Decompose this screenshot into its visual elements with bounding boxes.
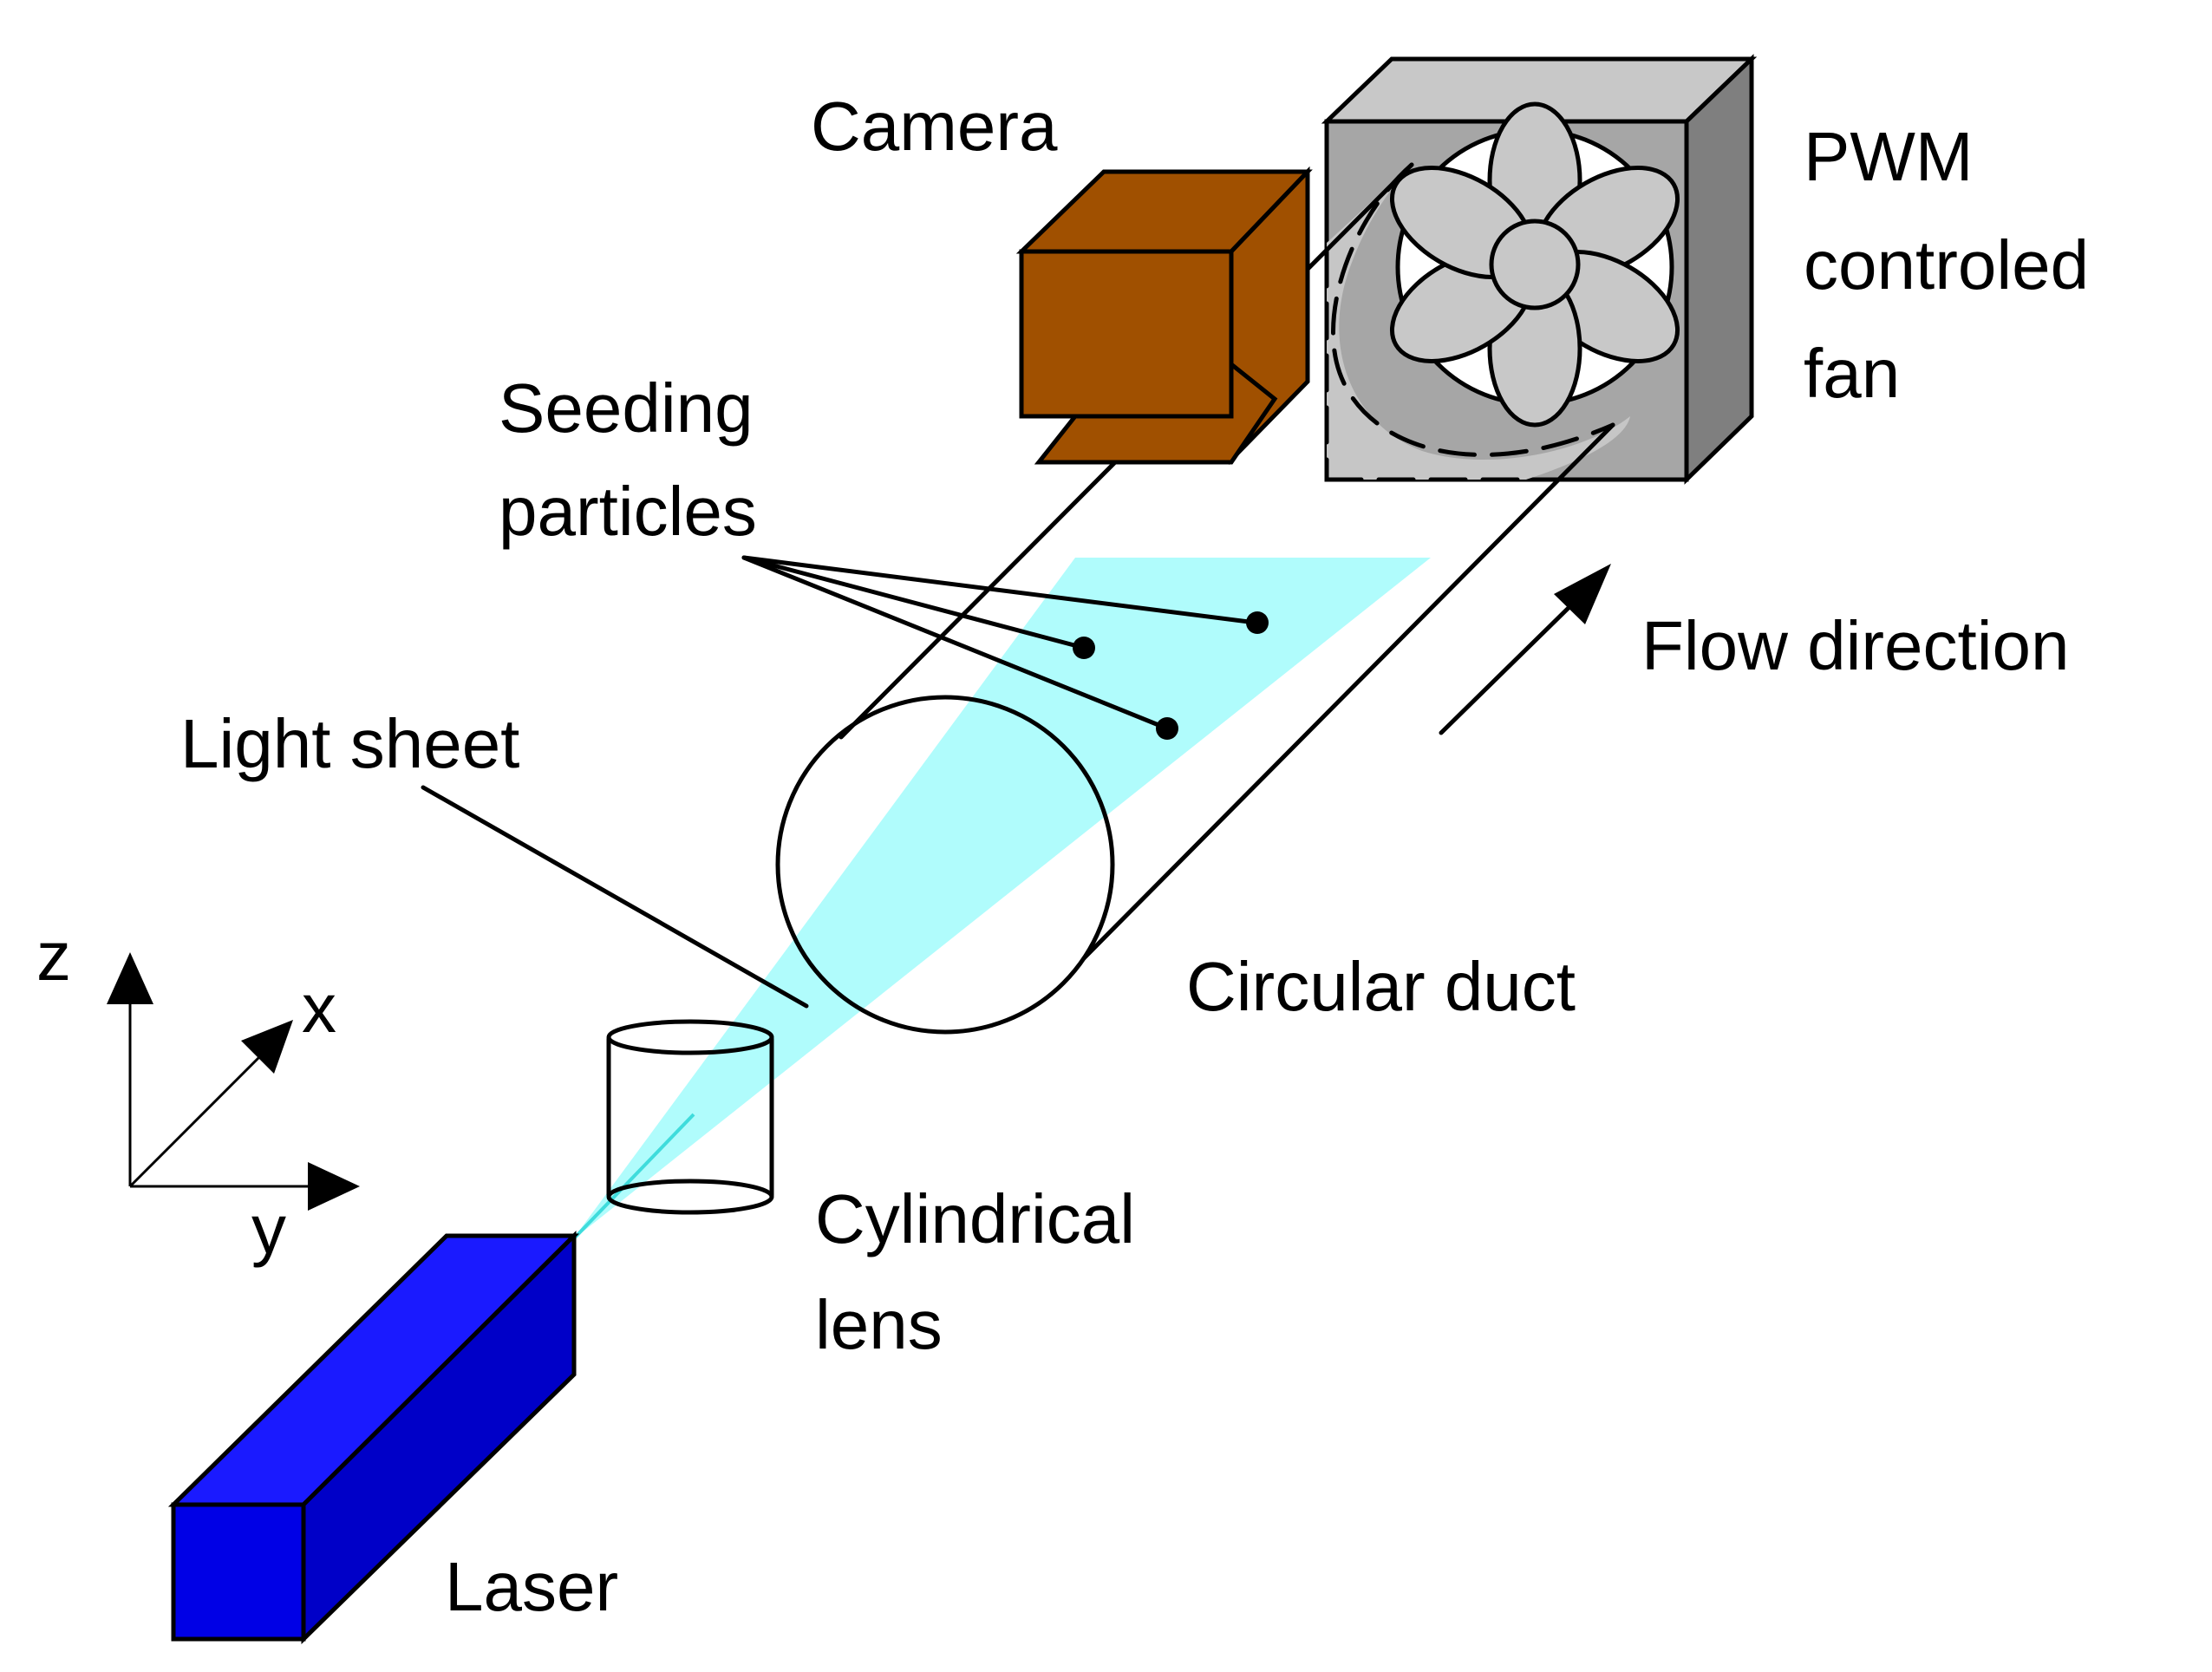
y-arrow-head bbox=[308, 1162, 360, 1211]
fan-label-line-1: PWM bbox=[1804, 118, 1974, 195]
laser-label: Laser bbox=[445, 1548, 618, 1625]
laser-beam bbox=[572, 1113, 695, 1240]
axis-label-z: z bbox=[36, 918, 71, 995]
fan-side-face bbox=[1684, 54, 1754, 485]
flow-arrow bbox=[1439, 564, 1611, 735]
lens-bottom bbox=[606, 1179, 774, 1215]
light-sheet bbox=[572, 558, 1431, 1240]
laser bbox=[167, 1230, 580, 1644]
fan-blades bbox=[1389, 101, 1680, 428]
x-arrow-head bbox=[241, 1020, 293, 1074]
axis-label-y: y bbox=[251, 1191, 286, 1268]
particle-3 bbox=[1156, 717, 1178, 740]
lens-top bbox=[606, 1019, 774, 1055]
lens-label-line-2: lens bbox=[815, 1286, 943, 1363]
cylindrical-lens bbox=[606, 1019, 774, 1215]
fan-label-line-3: fan bbox=[1804, 335, 1900, 412]
fan-label-line-2: controled bbox=[1804, 226, 2089, 304]
particle-1 bbox=[1246, 611, 1269, 634]
lens-label-line-1: Cylindrical bbox=[815, 1180, 1135, 1257]
light-sheet-label: Light sheet bbox=[180, 705, 519, 782]
flow-direction-label: Flow direction bbox=[1641, 607, 2070, 684]
z-arrow-head bbox=[107, 952, 153, 1004]
circular-duct-label: Circular duct bbox=[1186, 948, 1576, 1025]
light-sheet-pointer bbox=[421, 785, 809, 1009]
seeding-pointers bbox=[741, 555, 1269, 740]
camera-front-face bbox=[1019, 249, 1234, 419]
camera-label: Camera bbox=[811, 88, 1058, 165]
coordinate-axes: z x y bbox=[36, 918, 360, 1268]
seeding-label-line-1: Seeding bbox=[499, 369, 754, 447]
laser-front-face bbox=[171, 1502, 306, 1642]
seeding-label-line-2: particles bbox=[499, 473, 757, 550]
particle-2 bbox=[1073, 637, 1095, 659]
camera bbox=[1015, 166, 1313, 466]
axis-label-x: x bbox=[302, 970, 336, 1047]
duct-end-shade bbox=[1327, 165, 1630, 480]
duct-end-dashed bbox=[1331, 162, 1615, 457]
fan-hub bbox=[1489, 219, 1581, 310]
duct-bottom-line bbox=[1081, 422, 1615, 961]
fan bbox=[1321, 54, 1758, 485]
duct-front-circle bbox=[775, 695, 1115, 1035]
